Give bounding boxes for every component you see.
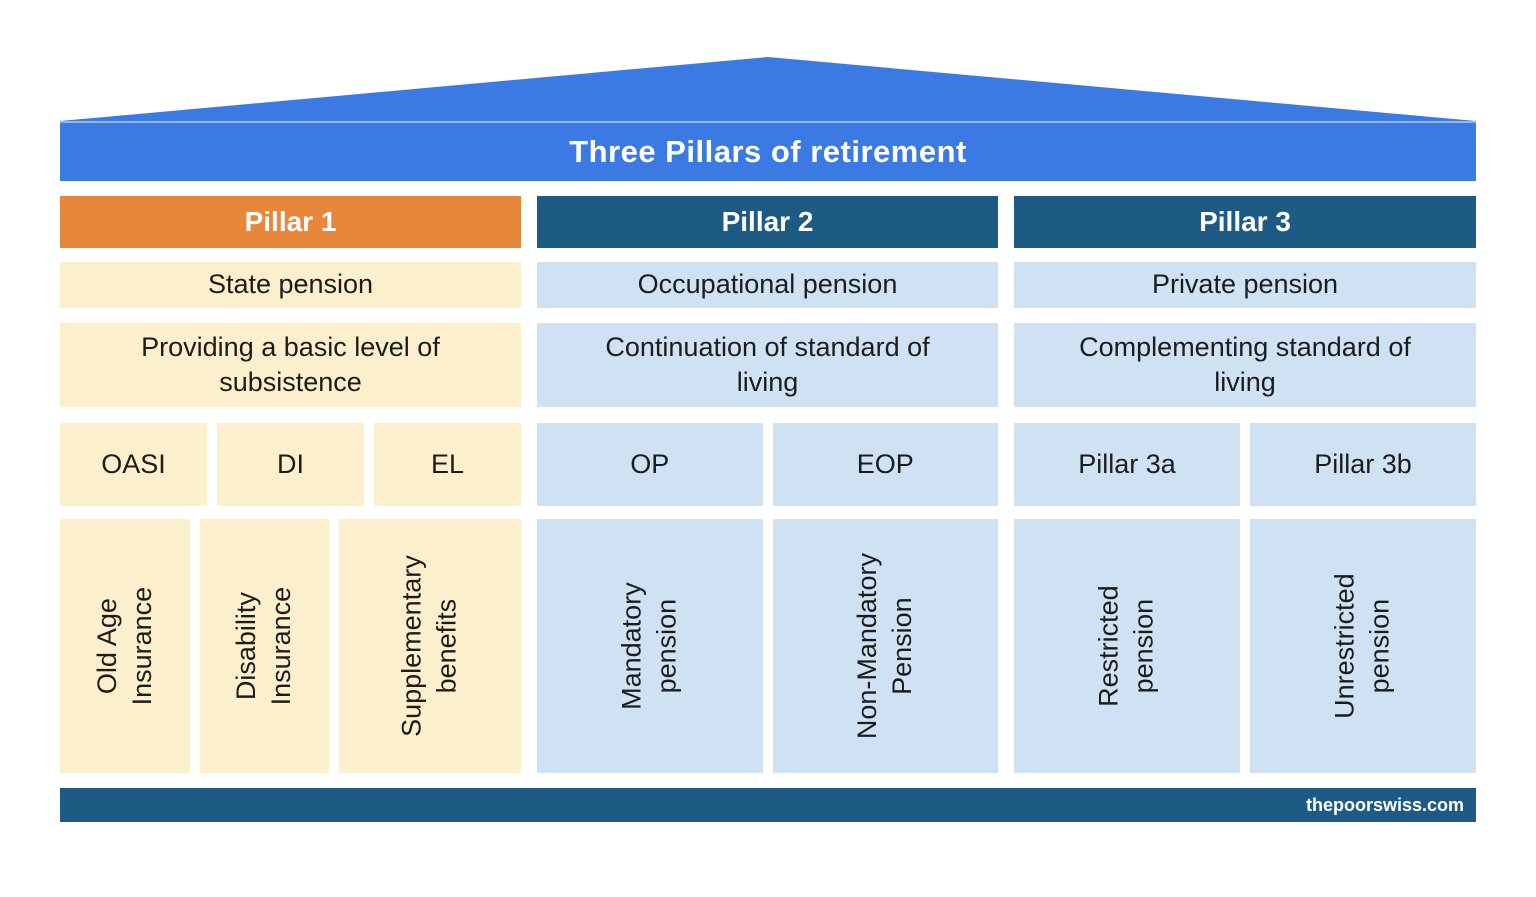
pillar-3-label-row: Restricted pension Unrestricted pension — [1014, 519, 1476, 773]
vertical-label: Supplementary benefits — [397, 555, 463, 737]
pillar-2-column: Pillar 2 Occupational pension Continuati… — [537, 196, 998, 773]
vertical-label: Restricted pension — [1093, 585, 1159, 707]
pillar-3-purpose: Complementing standard of living — [1014, 323, 1476, 407]
title-banner: Three Pillars of retirement — [60, 121, 1476, 181]
vertical-label: Unrestricted pension — [1329, 573, 1395, 719]
pillar-1-label-old-age-insurance: Old Age Insurance — [60, 519, 190, 773]
pillar-2-header: Pillar 2 — [537, 196, 998, 248]
pillar-2-abbr-op: OP — [537, 423, 763, 506]
pillar-1-abbr-oasi: OASI — [60, 423, 207, 506]
footer-bar: thepoorswiss.com — [60, 788, 1476, 822]
page-title: Three Pillars of retirement — [569, 134, 967, 169]
pillar-2-abbr-eop: EOP — [772, 423, 998, 506]
pillar-1-column: Pillar 1 State pension Providing a basic… — [60, 196, 522, 773]
pillar-3-abbr-3b: Pillar 3b — [1250, 423, 1476, 506]
pillar-3-column: Pillar 3 Private pension Complementing s… — [1014, 196, 1476, 773]
pillar-1-header: Pillar 1 — [60, 196, 521, 248]
pillar-3-header: Pillar 3 — [1014, 196, 1476, 248]
pillar-1-purpose: Providing a basic level of subsistence — [60, 323, 521, 407]
pillar-2-purpose: Continuation of standard of living — [537, 323, 998, 407]
vertical-label: Mandatory pension — [616, 582, 682, 710]
site-name: thepoorswiss.com — [1305, 794, 1464, 815]
vertical-label: Old Age Insurance — [91, 586, 157, 706]
pillar-2-label-non-mandatory-pension: Non-Mandatory Pension — [772, 519, 998, 773]
pillar-1-type: State pension — [60, 262, 521, 308]
pillar-2-label-mandatory-pension: Mandatory pension — [537, 519, 763, 773]
pillar-1-label-supplementary-benefits: Supplementary benefits — [339, 519, 522, 773]
pillar-1-abbr-el: EL — [374, 423, 521, 506]
pillar-1-abbr-row: OASI DI EL — [60, 423, 521, 506]
pillar-3-abbr-3a: Pillar 3a — [1014, 423, 1240, 506]
roof-triangle-icon — [60, 57, 1476, 121]
vertical-label: Non-Mandatory Pension — [852, 552, 918, 740]
vertical-label: Disability Insurance — [231, 586, 297, 706]
pillar-2-abbr-row: OP EOP — [537, 423, 998, 506]
pillar-3-abbr-row: Pillar 3a Pillar 3b — [1014, 423, 1476, 506]
pillar-1-label-row: Old Age Insurance Disability Insurance S… — [60, 519, 522, 773]
pillar-1-label-disability-insurance: Disability Insurance — [199, 519, 330, 773]
pillar-3-label-unrestricted-pension: Unrestricted pension — [1250, 519, 1476, 773]
pillar-3-label-restricted-pension: Restricted pension — [1014, 519, 1240, 773]
pillar-2-type: Occupational pension — [537, 262, 998, 308]
pillar-1-abbr-di: DI — [217, 423, 364, 506]
pillar-2-label-row: Mandatory pension Non-Mandatory Pension — [537, 519, 998, 773]
pillar-3-type: Private pension — [1014, 262, 1476, 308]
